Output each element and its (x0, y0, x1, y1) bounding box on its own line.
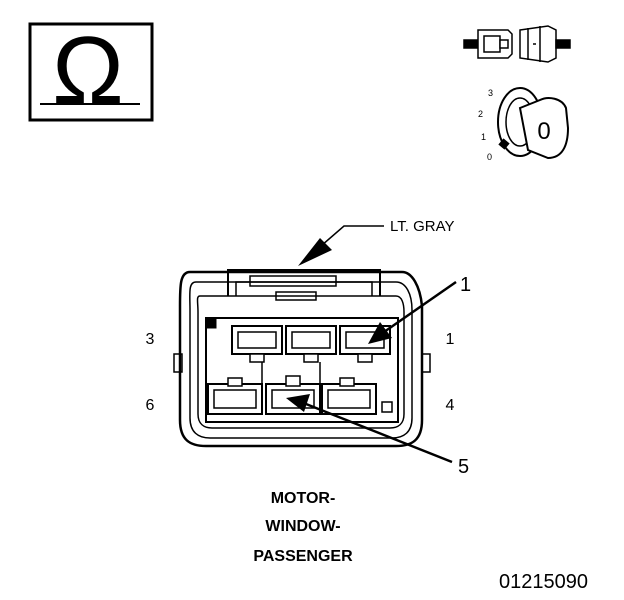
color-callout: LT. GRAY (298, 218, 454, 266)
connector-color-label: LT. GRAY (390, 218, 454, 235)
callout-pin-5: 5 (458, 456, 469, 478)
key-letter: 0 (537, 118, 550, 145)
disconnected-connector-icon (463, 25, 571, 63)
key-position-1: 1 (481, 132, 486, 142)
cavity-pin-6 (207, 377, 263, 415)
connector-caption: MOTOR- WINDOW- PASSENGER (253, 490, 353, 565)
ohmmeter-icon: Ω (28, 17, 154, 124)
pin5-leader-arrow (286, 394, 453, 464)
figure-id: 01215090 (499, 571, 588, 593)
caption-line-1: MOTOR- (271, 490, 336, 507)
pin-label-6: 6 (146, 397, 155, 414)
cavity-pin-3 (231, 325, 283, 363)
pin-label-1: 1 (446, 331, 455, 348)
caption-line-3: PASSENGER (253, 548, 353, 565)
key-position-0: 0 (487, 152, 492, 162)
key-position-3: 3 (488, 88, 493, 98)
callout-pin-1: 1 (460, 274, 471, 296)
caption-line-2: WINDOW- (265, 518, 340, 535)
ignition-key-icon: 3 2 1 0 0 (478, 87, 570, 162)
pin1-leader-arrow (368, 280, 457, 344)
cavity-pin-2 (285, 325, 337, 363)
ohm-symbol: Ω (52, 17, 124, 124)
cavity-pin-4 (321, 377, 377, 415)
pin-label-3: 3 (146, 331, 155, 348)
cavity-pin-5 (265, 375, 321, 415)
pin-label-4: 4 (446, 397, 455, 414)
connector-body (173, 269, 431, 448)
key-position-2: 2 (478, 109, 483, 119)
